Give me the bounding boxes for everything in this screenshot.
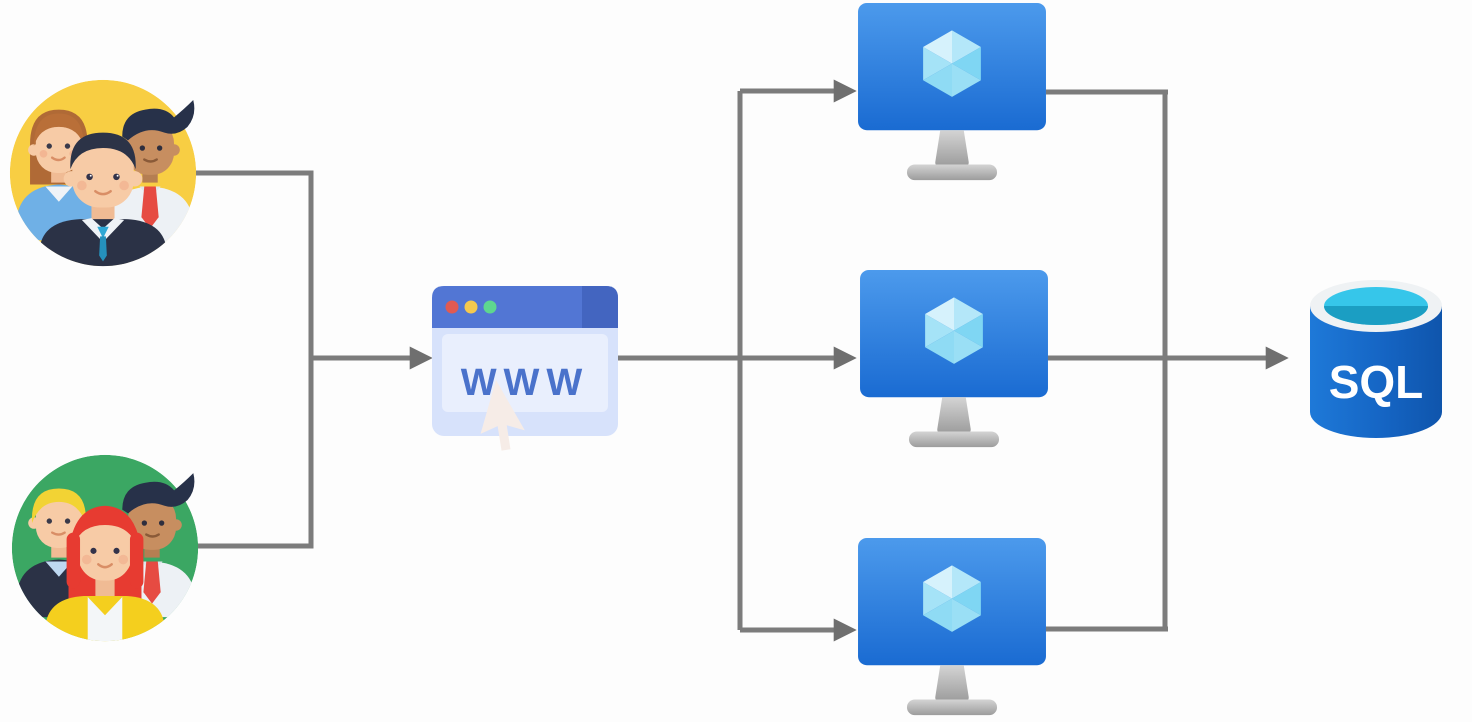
web-browser-icon: WWW xyxy=(432,286,618,451)
person-woman-red-hair xyxy=(45,505,165,642)
web-browser-node: WWW xyxy=(432,284,622,474)
hair-swoosh xyxy=(122,473,195,514)
user-group-icon xyxy=(9,79,197,267)
browser-header xyxy=(432,286,618,328)
cube-icon xyxy=(925,297,983,364)
sql-database-node: SQL xyxy=(1306,276,1446,446)
monitor-stand-base xyxy=(906,164,998,181)
sql-database-icon: SQL xyxy=(1310,280,1442,438)
vm-monitor-icon xyxy=(860,269,1048,448)
monitor-stand-neck xyxy=(935,130,969,167)
cube-icon xyxy=(923,30,981,97)
monitor-stand-neck xyxy=(935,665,969,702)
monitor-stand-base xyxy=(908,431,1000,448)
monitor-stand-neck xyxy=(937,397,971,434)
monitor-stand-base xyxy=(906,699,998,716)
browser-header-corner xyxy=(582,286,618,328)
user-group-bottom xyxy=(9,452,201,644)
vm-top-node xyxy=(854,1,1050,187)
vm-monitor-icon xyxy=(858,2,1046,181)
user-group-icon xyxy=(11,454,199,642)
cylinder-body xyxy=(1310,306,1442,438)
browser-dot-red xyxy=(445,300,459,314)
sql-label: SQL xyxy=(1329,356,1424,408)
vm-bottom-node xyxy=(854,536,1050,722)
browser-label: WWW xyxy=(461,362,590,404)
vm-monitor-icon xyxy=(858,537,1046,716)
hair-swoosh xyxy=(122,100,195,141)
vm-middle-node xyxy=(856,268,1052,454)
cursor-icon xyxy=(480,380,525,451)
cylinder-top-shade xyxy=(1324,306,1428,325)
browser-dot-green xyxy=(483,300,497,314)
browser-dot-yellow xyxy=(464,300,478,314)
browser-panel xyxy=(442,334,608,412)
user-group-top xyxy=(7,77,199,269)
cube-icon xyxy=(923,565,981,632)
person-man-dark-suit xyxy=(39,132,167,267)
